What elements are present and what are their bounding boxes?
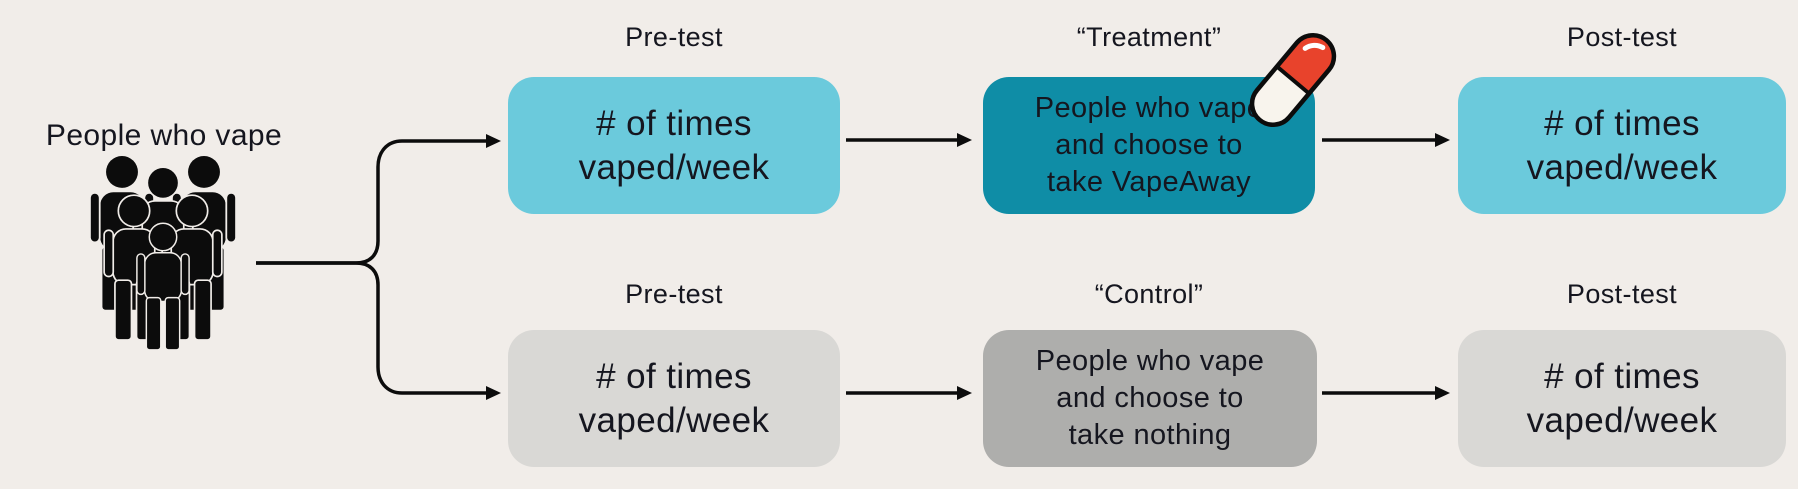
control-condition-box: People who vape and choose to take nothi… [983,330,1317,467]
control-label: “Control” [1094,279,1204,309]
treatment-label: “Treatment” [1076,22,1222,52]
branch-connector [256,139,486,395]
branch-to-treatment [256,139,486,265]
arrowhead-pretest-to-control [957,386,972,400]
arrowhead-pretest-to-treatment [957,133,972,147]
posttest-box-control: # of times vaped/week [1458,330,1786,467]
arrowhead-branch-treatment [486,134,501,148]
arrowhead-branch-control [486,386,501,400]
posttest-label-control: Post-test [1566,279,1678,309]
population-label: People who vape [45,119,283,152]
posttest-box-treatment: # of times vaped/week [1458,77,1786,214]
pretest-label-treatment: Pre-test [625,22,723,52]
branch-to-control [256,261,486,395]
treatment-condition-box: People who vape and choose to take VapeA… [983,77,1315,214]
pretest-box-control: # of times vaped/week [508,330,840,467]
arrowhead-treatment-to-posttest [1435,133,1450,147]
pretest-label-control: Pre-test [625,279,723,309]
crowd-icon [89,154,237,351]
pretest-box-treatment: # of times vaped/week [508,77,840,214]
arrowhead-control-to-posttest [1435,386,1450,400]
posttest-label-treatment: Post-test [1566,22,1678,52]
